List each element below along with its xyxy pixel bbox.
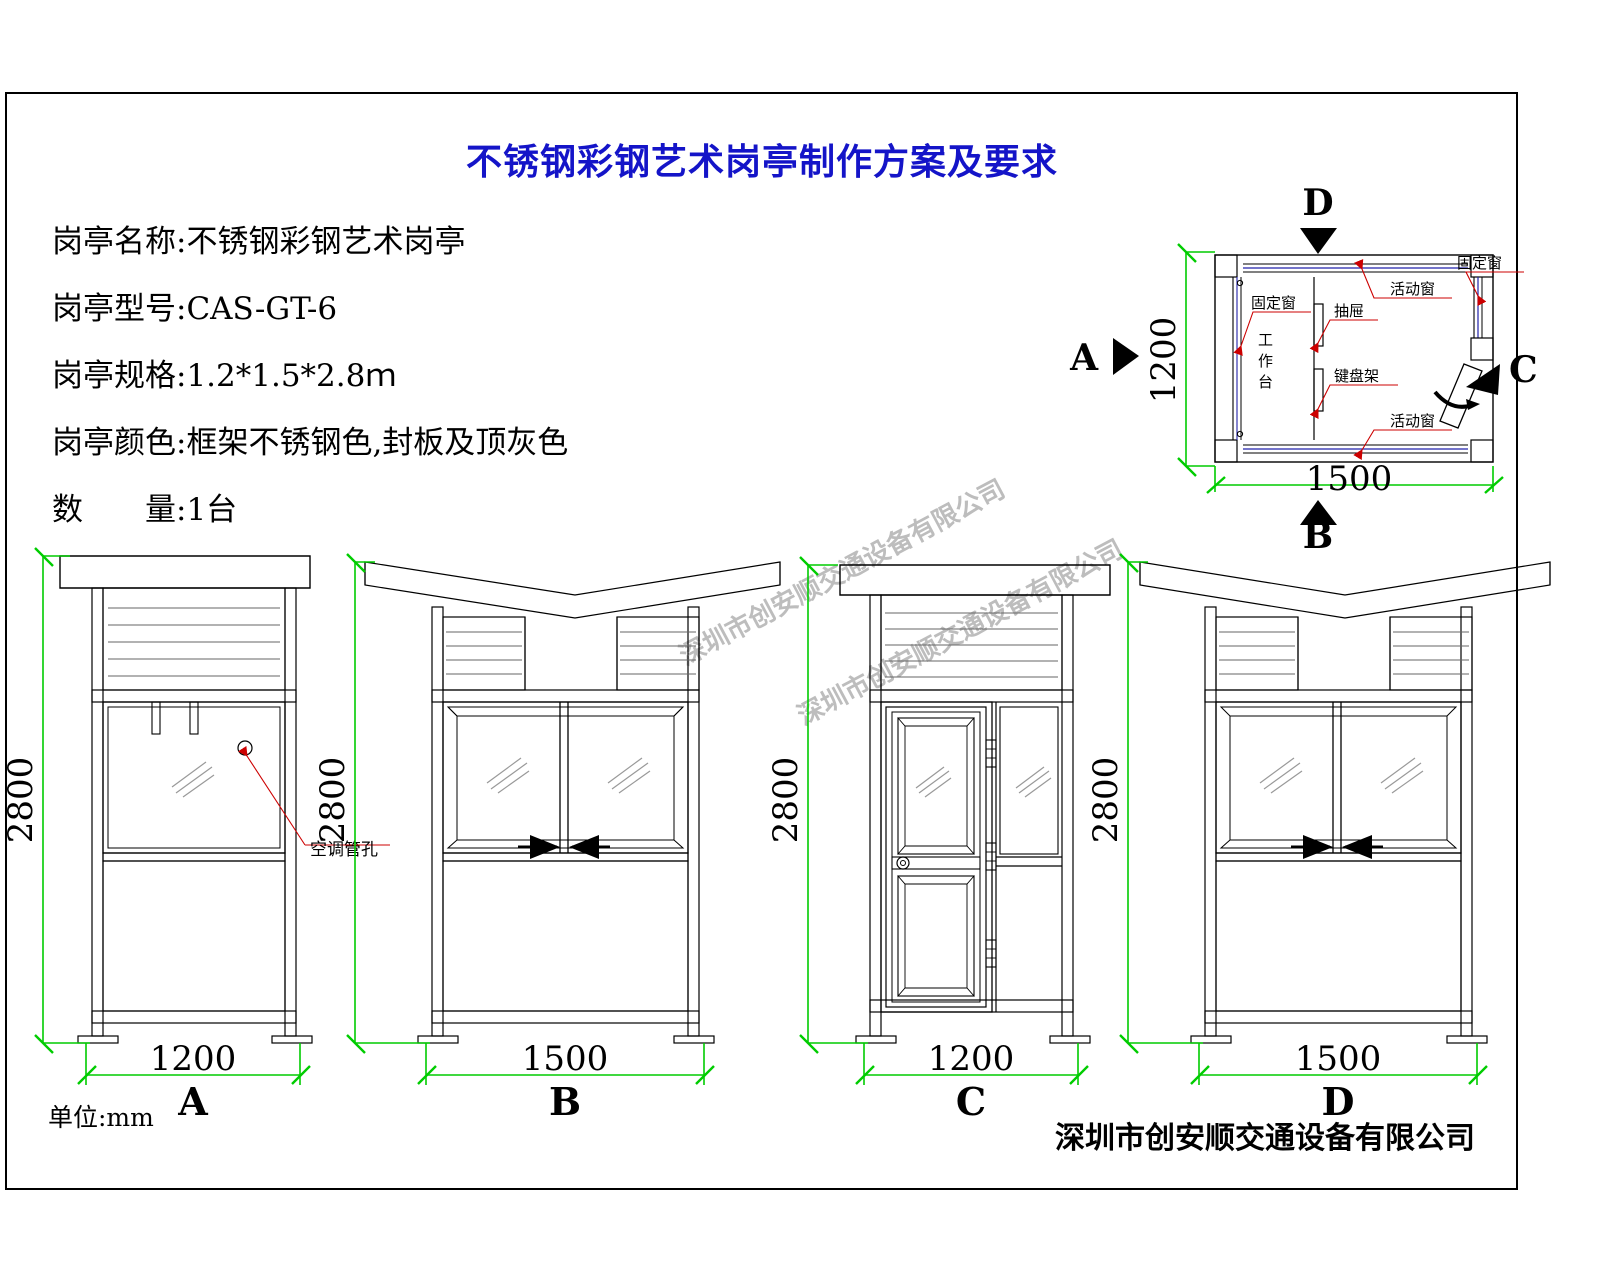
plan-callout-leaders [1233,258,1524,461]
spec-line-name: 岗亭名称:不锈钢彩钢艺术岗亭 [52,224,466,260]
section-label-d-top: D [1302,182,1333,224]
elevation-b-dimensions [346,553,715,1085]
plan-label-fixed-window-left: 固定窗 [1251,294,1296,312]
section-label-c-right: C [1509,349,1538,391]
plan-label-work-desk-2: 作 [1258,352,1273,370]
plan-booth-outline [1214,254,1494,463]
elevation-b-width-dim: 1500 [522,1039,609,1079]
section-mark-c-right: C [1466,349,1538,395]
spec-line-size: 岗亭规格:1.2*1.5*2.8ｍ [52,358,397,394]
plan-width-dimension: 1500 [1306,459,1393,499]
section-mark-b-bottom: B [1300,500,1337,557]
elevation-d-label: D [1322,1079,1355,1124]
plan-label-work-desk-3: 台 [1258,373,1273,391]
elevation-b-height-dim: 2800 [313,757,353,844]
elevation-a-ac-hole-label: 空调管孔 [310,840,378,860]
elevation-c-label: C [956,1079,986,1124]
plan-label-keyboard-tray: 键盘架 [1334,367,1379,385]
elevation-a-label: A [177,1079,208,1124]
spec-line-color: 岗亭颜色:框架不锈钢色,封板及顶灰色 [52,425,569,461]
plan-label-fixed-window-right: 固定窗 [1457,254,1502,272]
elevation-a-height-dim: 2800 [1,757,41,844]
elevation-b [364,561,781,1044]
elevation-d [1139,561,1551,1044]
elevation-d-width-dim: 1500 [1295,1039,1382,1079]
plan-label-drawer: 抽屉 [1334,302,1364,320]
plan-label-work-desk: 工 [1258,331,1273,349]
company-name: 深圳市创安顺交通设备有限公司 [1055,1121,1475,1156]
plan-label-movable-window-top: 活动窗 [1390,280,1435,298]
section-mark-a-left: A [1069,337,1139,379]
section-label-b-bottom: B [1303,515,1333,557]
plan-dimensions [1177,243,1504,494]
unit-note: 单位:mm [48,1103,154,1132]
elevation-d-dimensions [1119,553,1488,1085]
section-label-a-left: A [1069,337,1099,379]
section-mark-d-top: D [1300,182,1337,254]
elevation-c [839,564,1111,1044]
elevation-c-dimensions [799,556,1089,1085]
elevation-c-width-dim: 1200 [928,1039,1015,1079]
plan-depth-dimension: 1200 [1144,317,1184,404]
elevation-b-label: B [549,1079,581,1124]
elevation-a-dimensions [34,547,311,1085]
spec-line-model: 岗亭型号:CAS-GT-6 [52,291,338,327]
elevation-c-height-dim: 2800 [766,757,806,844]
sheet-border [5,92,1518,1190]
spec-line-qty: 数 量:1台 [52,492,238,528]
elevation-a-width-dim: 1200 [150,1039,237,1079]
elevation-a [59,555,390,1044]
elevation-d-height-dim: 2800 [1086,757,1126,844]
page-title: 不锈钢彩钢艺术岗亭制作方案及要求 [465,142,1058,183]
plan-label-movable-window-bot: 活动窗 [1390,412,1435,430]
